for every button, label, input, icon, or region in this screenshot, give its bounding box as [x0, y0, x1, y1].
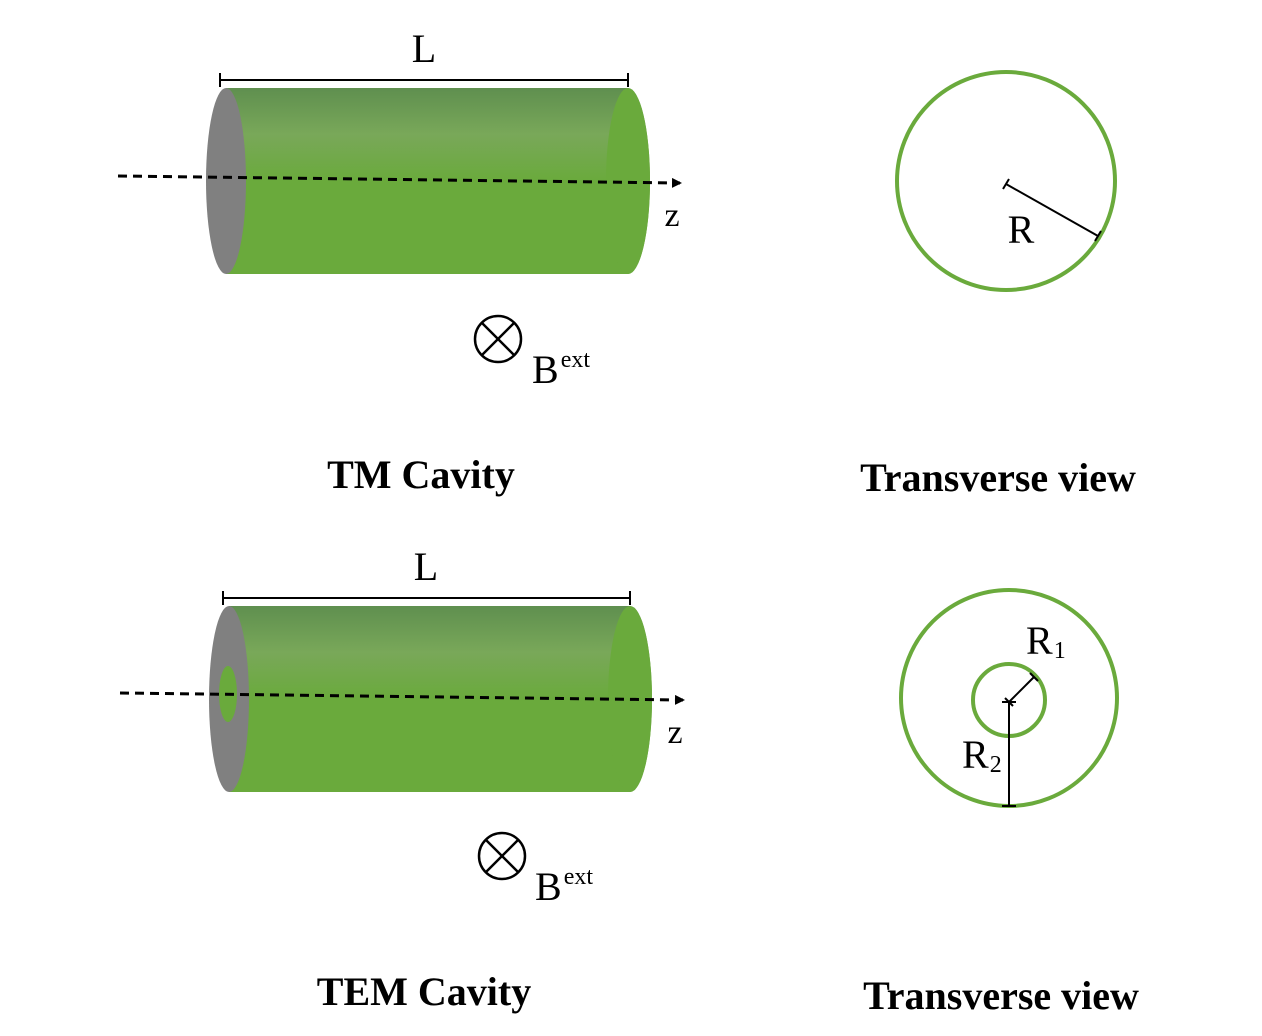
tm-beam-axis-arrow	[117, 174, 682, 188]
tem-transverse-figure: R1 R2 Transverse view	[863, 588, 1139, 1018]
tm-cylinder-end-face	[206, 88, 246, 274]
tem-outer-radius-dimension	[1002, 701, 1016, 807]
tem-field-symbol: B	[535, 864, 562, 909]
tem-inner-radius-symbol: R	[1026, 618, 1053, 663]
tem-beam-axis-arrow	[119, 691, 685, 705]
tem-length-label: L	[414, 544, 438, 589]
tm-axis-label: z	[664, 197, 679, 234]
tm-length-label: L	[412, 26, 436, 71]
tm-transverse-circle	[895, 70, 1117, 292]
tm-cavity-figure: L z Bext TM Cavity	[117, 26, 682, 497]
tem-caption: TEM Cavity	[317, 969, 531, 1014]
tem-outer-radius-subscript: 2	[990, 752, 1002, 778]
tm-field-superscript: ext	[561, 347, 591, 373]
tm-field-symbol: B	[532, 347, 559, 392]
tm-transverse-figure: R Transverse view	[860, 70, 1136, 500]
tm-field-into-page-icon	[473, 314, 523, 364]
tem-cylinder	[209, 606, 652, 792]
tem-transverse-caption: Transverse view	[863, 973, 1139, 1018]
tem-field-into-page-icon	[477, 831, 527, 881]
tm-radius-label: R	[1008, 207, 1035, 252]
tm-transverse-caption: Transverse view	[860, 455, 1136, 500]
tem-field-label: Bext	[535, 864, 593, 909]
tem-axis-label: z	[667, 714, 682, 751]
tem-inner-radius-subscript: 1	[1054, 638, 1066, 664]
tm-caption: TM Cavity	[327, 452, 515, 497]
tem-outer-radius-symbol: R	[962, 732, 989, 777]
tem-length-dimension	[222, 591, 631, 605]
tm-length-dimension	[219, 73, 629, 87]
tem-cavity-figure: L z Bext TEM Cavity	[119, 544, 685, 1014]
tm-radius-dimension	[1002, 178, 1102, 242]
tm-field-label: Bext	[532, 347, 590, 392]
tem-inner-radius-label: R1	[1026, 618, 1066, 664]
tem-field-superscript: ext	[564, 864, 594, 890]
tem-outer-radius-label: R2	[962, 732, 1002, 778]
